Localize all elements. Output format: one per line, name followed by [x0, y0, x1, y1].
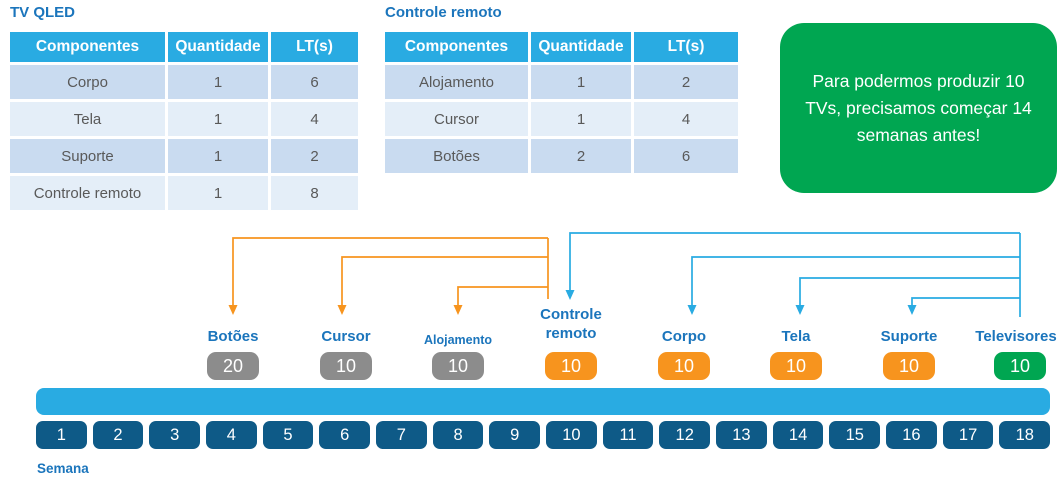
table-cell: 2	[634, 65, 738, 99]
orange-arrowhead-icon	[453, 305, 463, 315]
item-corpo-badge: 10	[658, 352, 710, 380]
callout-text: Para podermos produzir 10 TVs, precisamo…	[805, 70, 1032, 145]
table-cell: 4	[634, 102, 738, 136]
week-tile-8: 8	[432, 421, 484, 449]
item-tela-label: Tela	[781, 328, 811, 345]
item-cursor-badge: 10	[320, 352, 372, 380]
orange-arrowhead-icon	[337, 305, 347, 315]
table-cell: 6	[271, 65, 358, 99]
item-televisores-label: Televisores	[975, 328, 1057, 345]
item-tela-badge: 10	[770, 352, 822, 380]
week-axis: 1 2 3 4 5 6 7 8 9 10 11 12 13 14 15 16 1…	[36, 421, 1051, 449]
orange-branch-botoes	[232, 237, 548, 305]
blue-branch-tela	[799, 277, 1020, 305]
table-cell: 1	[168, 139, 268, 173]
week-tile-18: 18	[999, 421, 1051, 449]
item-controle-remoto-label: Controle remoto	[540, 306, 602, 342]
item-suporte-badge: 10	[883, 352, 935, 380]
table-cell: 1	[531, 102, 631, 136]
table-cell: Alojamento	[385, 65, 528, 99]
table-title-controle-remoto: Controle remoto	[385, 4, 502, 21]
item-alojamento-badge: 10	[432, 352, 484, 380]
week-tile-12: 12	[659, 421, 711, 449]
item-cursor-label: Cursor	[321, 328, 371, 345]
orange-branch-cursor	[341, 256, 548, 305]
bom-table-controle-remoto: Controle remoto Componentes Quantidade L…	[385, 3, 738, 173]
column-header: Quantidade	[168, 32, 268, 62]
table-cell: 2	[531, 139, 631, 173]
table-cell: 1	[168, 102, 268, 136]
week-tile-13: 13	[716, 421, 767, 449]
timeline-bar	[36, 388, 1050, 415]
item-corpo-label: Corpo	[661, 328, 707, 345]
callout-box: Para podermos produzir 10 TVs, precisamo…	[780, 23, 1057, 193]
blue-arrowhead-icon	[565, 290, 575, 300]
blue-arrowhead-icon	[907, 305, 917, 315]
week-tile-9: 9	[489, 421, 541, 449]
item-controle-remoto-badge: 10	[545, 352, 597, 380]
blue-arrowhead-icon	[795, 305, 805, 315]
item-suporte-label: Suporte	[880, 328, 938, 345]
table-cell: 6	[634, 139, 738, 173]
column-header: Componentes	[10, 32, 165, 62]
item-alojamento-label: Alojamento	[423, 333, 493, 347]
blue-branch-corpo	[691, 256, 1020, 305]
column-header: Componentes	[385, 32, 528, 62]
week-tile-7: 7	[376, 421, 427, 449]
column-header: LT(s)	[271, 32, 358, 62]
axis-label-semana: Semana	[37, 461, 89, 476]
week-tile-10: 10	[546, 421, 597, 449]
bom-table-grid: Componentes Quantidade LT(s) Alojamento …	[385, 32, 738, 173]
week-tile-3: 3	[149, 421, 201, 449]
table-cell: Botões	[385, 139, 528, 173]
week-tile-16: 16	[886, 421, 937, 449]
table-cell: Suporte	[10, 139, 165, 173]
table-cell: Cursor	[385, 102, 528, 136]
week-tile-17: 17	[942, 421, 994, 449]
item-botoes-badge: 20	[207, 352, 259, 380]
week-tile-4: 4	[206, 421, 257, 449]
table-cell: Tela	[10, 102, 165, 136]
item-televisores-badge: 10	[994, 352, 1046, 380]
week-tile-1: 1	[36, 421, 87, 449]
week-tile-15: 15	[829, 421, 881, 449]
bom-table-tv-qled: TV QLED Componentes Quantidade LT(s) Cor…	[10, 3, 358, 210]
item-botoes-label: Botões	[207, 328, 259, 345]
blue-branch-controle-remoto	[569, 232, 1020, 290]
orange-arrowhead-icon	[228, 305, 238, 315]
table-cell: 1	[168, 176, 268, 210]
table-cell: 2	[271, 139, 358, 173]
week-tile-11: 11	[602, 421, 654, 449]
blue-branch-suporte	[911, 297, 1020, 305]
week-tile-14: 14	[772, 421, 824, 449]
table-cell: 1	[531, 65, 631, 99]
table-title-tv-qled: TV QLED	[10, 4, 76, 21]
week-tile-5: 5	[262, 421, 314, 449]
column-header: Quantidade	[531, 32, 631, 62]
table-cell: Controle remoto	[10, 176, 165, 210]
column-header: LT(s)	[634, 32, 738, 62]
week-tile-2: 2	[92, 421, 144, 449]
table-cell: 8	[271, 176, 358, 210]
bom-table-grid: Componentes Quantidade LT(s) Corpo 1 6 T…	[10, 32, 358, 210]
table-cell: Corpo	[10, 65, 165, 99]
orange-branch-alojamento	[457, 286, 548, 305]
blue-arrowhead-icon	[687, 305, 697, 315]
table-cell: 4	[271, 102, 358, 136]
table-cell: 1	[168, 65, 268, 99]
week-tile-6: 6	[319, 421, 371, 449]
